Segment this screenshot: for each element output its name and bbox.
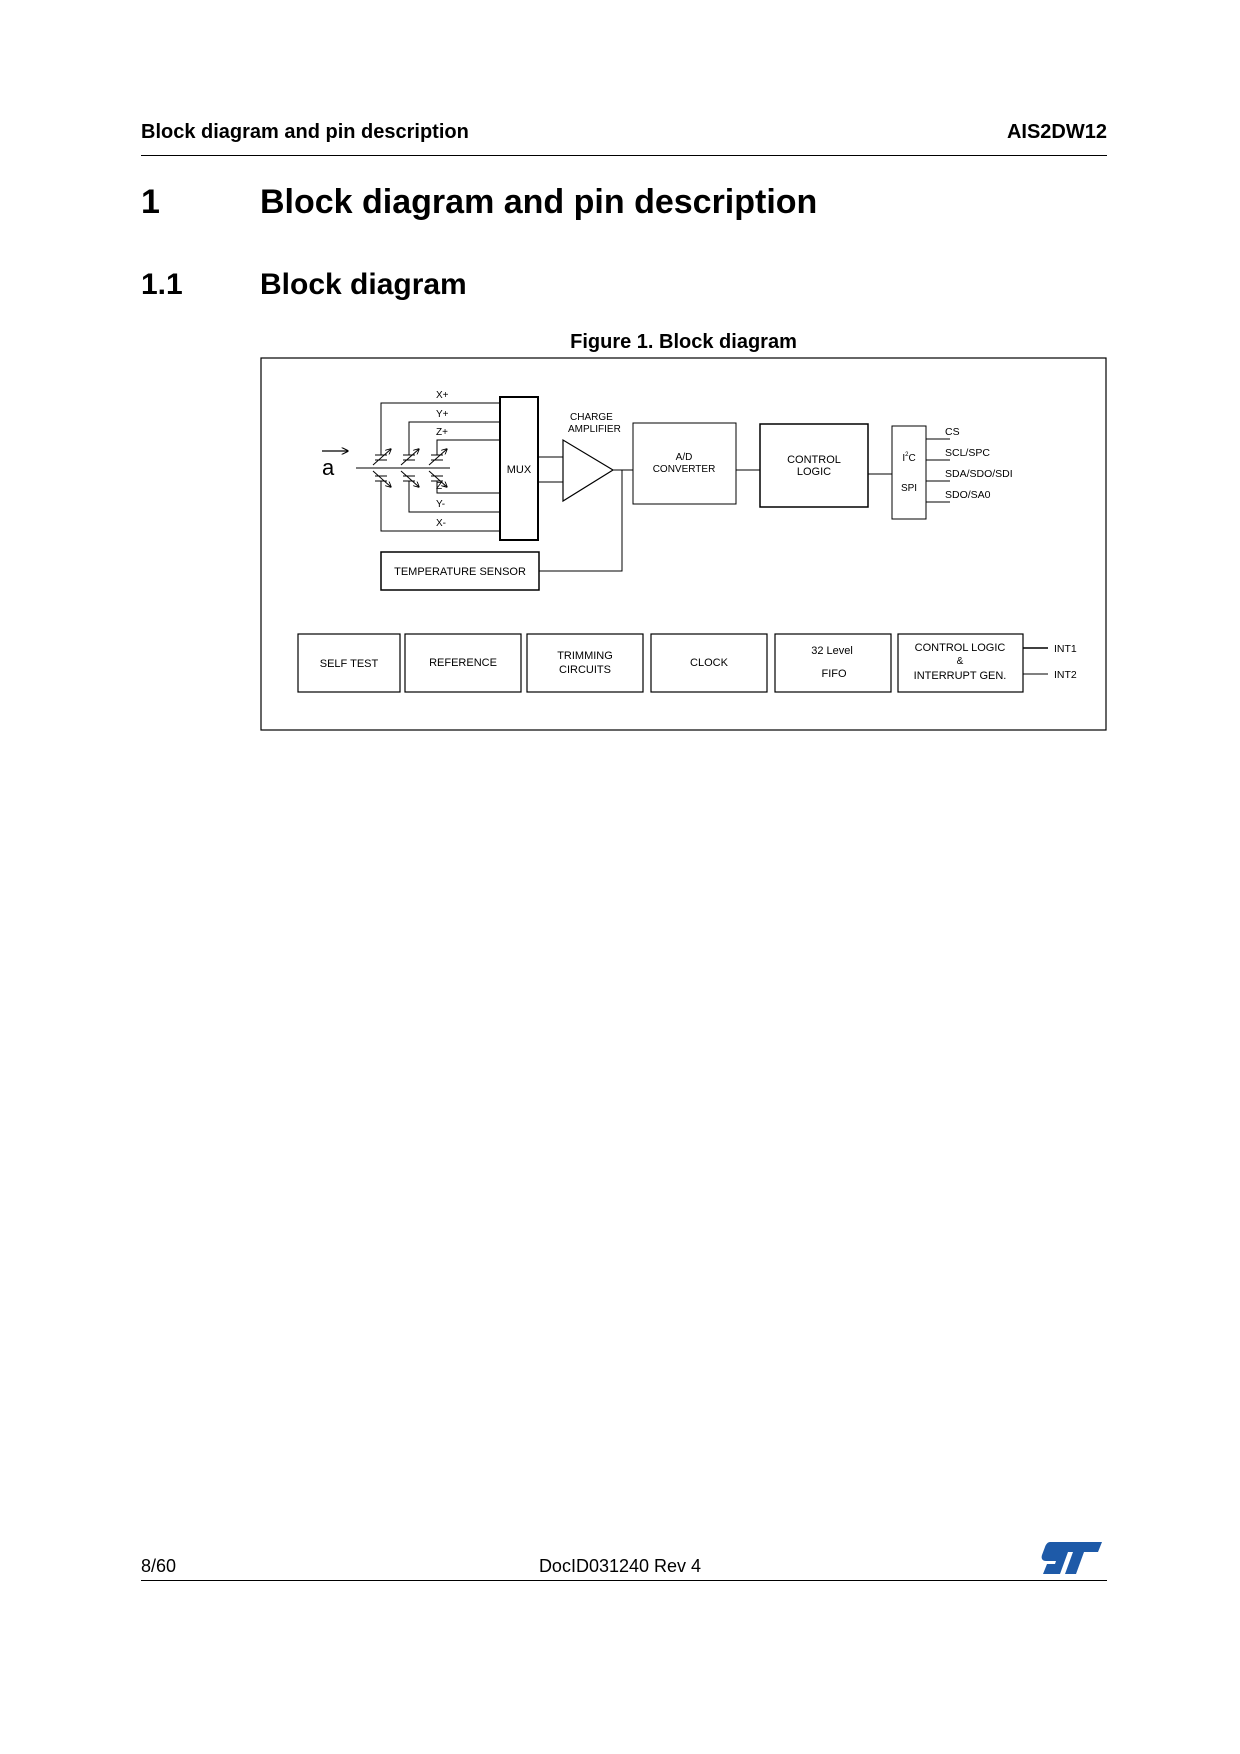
interrupt-label-2: & [957, 656, 964, 667]
interrupt-gen-block [897, 633, 1024, 693]
pin-sda-sdo-sdi: SDA/SDO/SDI [945, 468, 1013, 480]
serial-pin-wires [926, 438, 950, 503]
fifo-label-1: 32 Level [811, 645, 853, 657]
fifo-block [774, 633, 892, 693]
adc-block [632, 422, 737, 505]
self-test-label: SELF TEST [320, 658, 379, 670]
section-number: 1.1 [141, 268, 183, 301]
chapter-title: Block diagram and pin description [260, 183, 818, 221]
axis-label-y-minus: Y- [436, 499, 445, 510]
axis-label-z-plus: Z+ [436, 427, 448, 438]
pin-int2: INT2 [1054, 669, 1077, 681]
pin-sdo-sa0: SDO/SA0 [945, 489, 991, 501]
acceleration-vector-icon: a [322, 451, 450, 480]
section-title: Block diagram [260, 268, 467, 301]
mux-label: MUX [507, 464, 532, 476]
temperature-wire [539, 470, 623, 572]
adc-label-1: A/D [676, 452, 693, 463]
i2c-spi-block [891, 425, 927, 520]
i2c-label: I2C [902, 452, 915, 464]
figure-frame [260, 357, 1107, 731]
axis-label-x-plus: X+ [436, 390, 449, 401]
charge-amp-label-1: CHARGE [570, 412, 613, 423]
mux-block [499, 396, 539, 541]
header-rule [141, 155, 1107, 156]
clock-block [650, 633, 768, 693]
footer-rule [141, 1580, 1107, 1581]
control-logic-block [759, 423, 869, 508]
axis-label-y-plus: Y+ [436, 409, 449, 420]
axis-wires [380, 402, 500, 532]
running-header-part: AIS2DW12 [1006, 121, 1107, 143]
pin-int1: INT1 [1054, 643, 1077, 655]
block-diagram: a X+ Y+ Z+ Z- Y- X- MUX CHARGE AMPLIFIER [260, 357, 1107, 731]
charge-amplifier-icon [562, 438, 615, 503]
reference-block [404, 633, 522, 693]
charge-amp-label-2: AMPLIFIER [568, 424, 621, 435]
figure-caption: Figure 1. Block diagram [570, 331, 797, 353]
control-logic-label-1: CONTROL [787, 454, 841, 466]
spi-label: SPI [901, 483, 917, 494]
interrupt-label-3: INTERRUPT GEN. [914, 670, 1007, 682]
temperature-sensor-label: TEMPERATURE SENSOR [394, 566, 526, 578]
document-id: DocID031240 Rev 4 [538, 1556, 702, 1576]
reference-label: REFERENCE [429, 657, 497, 669]
fifo-label-2: FIFO [821, 668, 846, 680]
svg-text:a: a [322, 455, 335, 480]
trimming-label-2: CIRCUITS [559, 664, 611, 676]
axis-label-x-minus: X- [436, 518, 446, 529]
control-logic-label-2: LOGIC [797, 466, 831, 478]
pin-scl-spc: SCL/SPC [945, 447, 990, 459]
axis-label-z-minus: Z- [436, 481, 445, 492]
st-logo-icon [1041, 1542, 1102, 1574]
self-test-block [297, 633, 401, 693]
trimming-circuits-block [526, 633, 644, 693]
clock-label: CLOCK [690, 657, 729, 669]
trimming-label-1: TRIMMING [557, 650, 613, 662]
interrupt-label-1: CONTROL LOGIC [915, 642, 1006, 654]
adc-label-2: CONVERTER [653, 464, 716, 475]
running-header-section: Block diagram and pin description [141, 121, 469, 143]
chapter-number: 1 [141, 183, 160, 221]
pin-cs: CS [945, 426, 960, 438]
page-number: 8/60 [141, 1556, 177, 1576]
